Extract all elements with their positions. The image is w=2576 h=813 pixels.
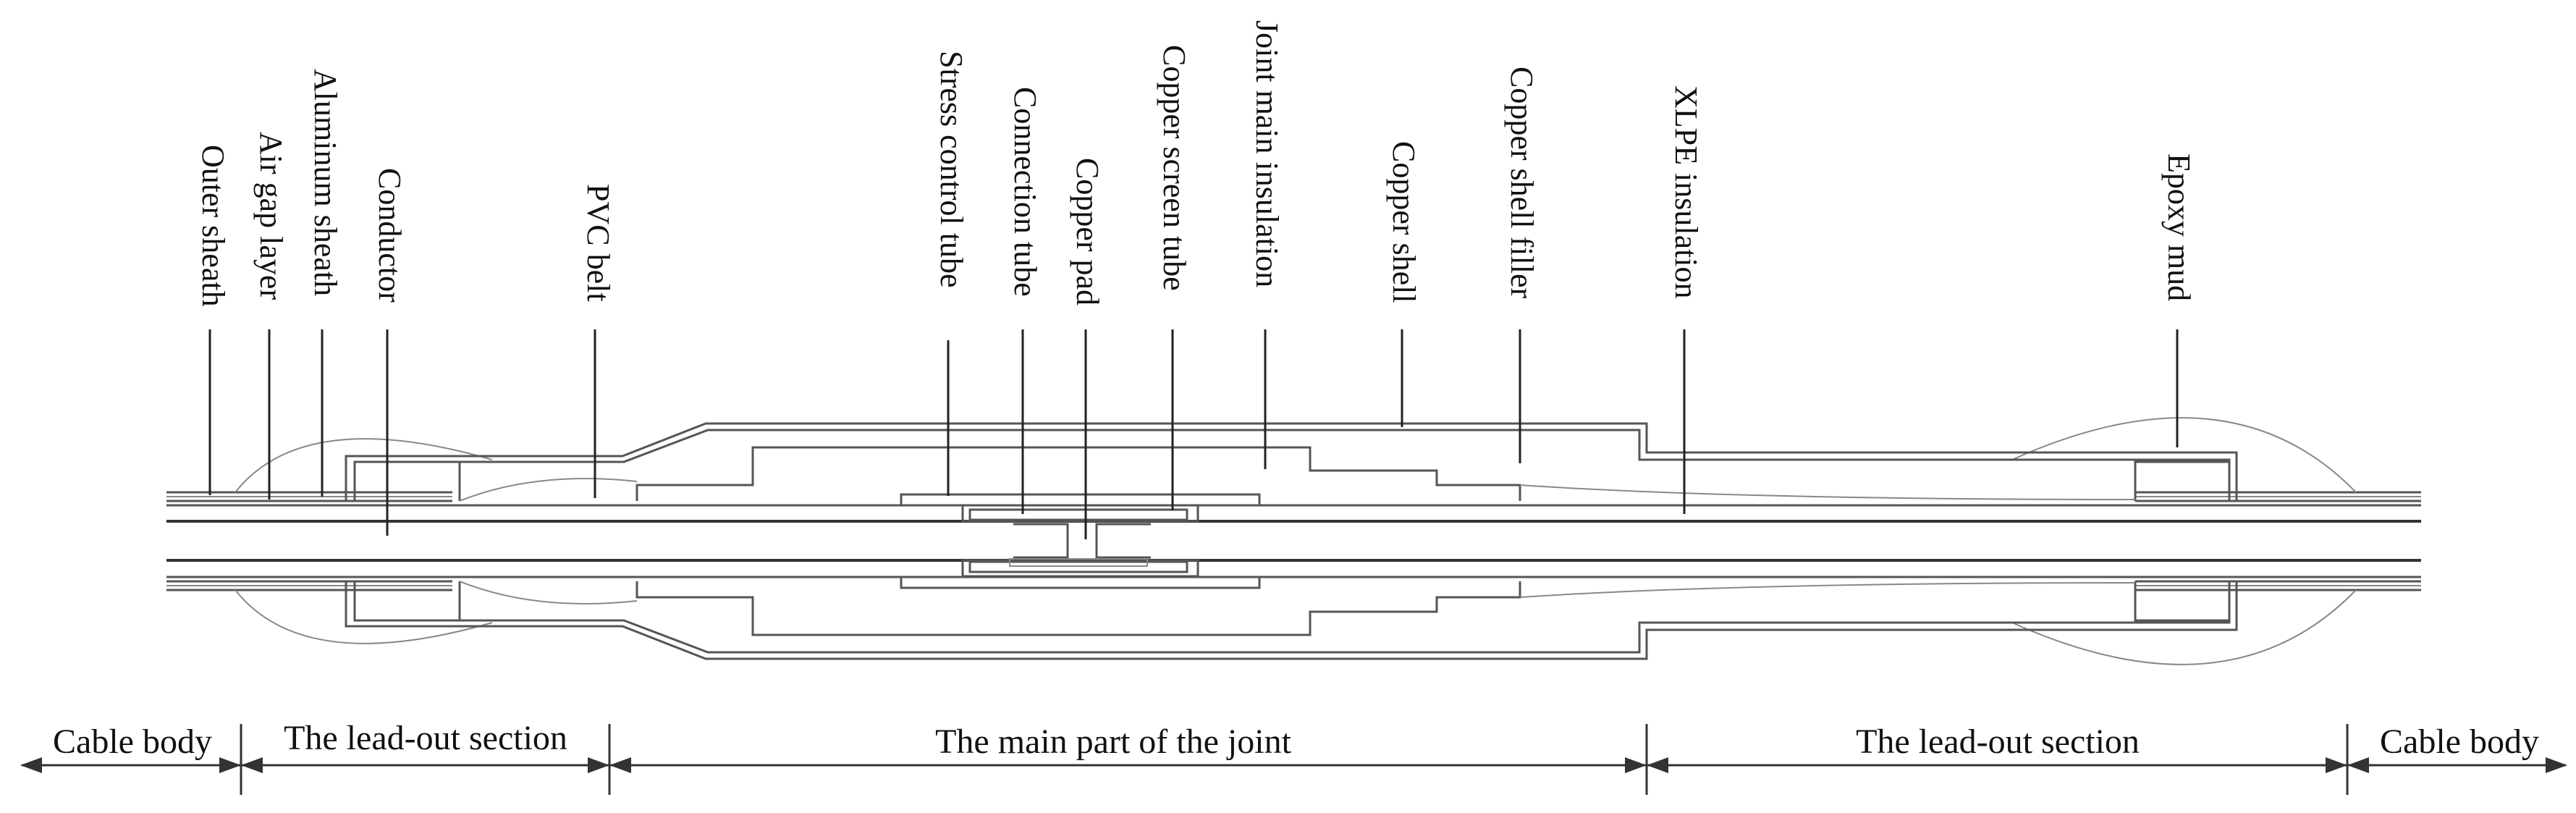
copper-pad-left xyxy=(1013,523,1069,559)
joint-body xyxy=(166,417,2421,665)
stress-control-tube-top xyxy=(900,493,1261,505)
left-end-box-top xyxy=(353,460,461,501)
right-end-box-top xyxy=(2134,460,2231,501)
arrow-lead-right-end xyxy=(2326,757,2347,773)
epoxy-mud-right-top xyxy=(2011,417,2357,493)
copper-pad-body xyxy=(1009,558,1148,567)
right-cable-layers-top xyxy=(2135,491,2421,502)
arrow-far-left xyxy=(20,757,42,773)
joint-main-insulation-top xyxy=(635,446,1521,501)
label-joint-main-insulation: Joint main insulation xyxy=(1249,20,1285,287)
copper-shell-bottom-outer xyxy=(345,581,2238,660)
arrow-lead-right-start xyxy=(1647,757,1668,773)
arrow-right-body-start xyxy=(2347,757,2369,773)
section-lead-out-right: The lead-out section xyxy=(1856,723,2140,761)
component-labels: Outer sheath Air gap layer Aluminum shea… xyxy=(195,20,2197,307)
label-copper-pad: Copper pad xyxy=(1070,158,1105,306)
copper-shell-top-outer xyxy=(345,422,2238,501)
arrow-lead-left-start xyxy=(241,757,263,773)
connection-tube-top xyxy=(968,508,1188,521)
label-epoxy-mud: Epoxy mud xyxy=(2161,153,2197,301)
section-lead-out-left: The lead-out section xyxy=(284,719,567,757)
label-stress-control-tube: Stress control tube xyxy=(934,51,969,288)
copper-shell-bottom-inner xyxy=(355,581,2231,654)
copper-screen-tube-top xyxy=(961,504,1199,523)
left-cable-layers-bottom xyxy=(166,580,452,591)
section-cable-body-right: Cable body xyxy=(2380,723,2539,761)
label-xlpe-insulation: XLPE insulation xyxy=(1668,85,1704,299)
right-cable-layers-bottom xyxy=(2135,580,2421,591)
left-cable-layers-top xyxy=(166,491,452,502)
section-main-part: The main part of the joint xyxy=(935,723,1292,761)
section-dimension-bar: Cable body The lead-out section The main… xyxy=(20,719,2567,795)
label-connection-tube: Connection tube xyxy=(1008,87,1043,297)
leader-lines xyxy=(208,329,2179,539)
arrow-far-right xyxy=(2546,757,2567,773)
copper-shell-filler-bottom xyxy=(459,581,2136,605)
arrow-lead-left-end xyxy=(588,757,609,773)
label-pvc-belt: PVC belt xyxy=(580,184,616,302)
epoxy-mud-right-bottom xyxy=(2011,589,2357,665)
right-end-box-bottom xyxy=(2134,581,2231,622)
section-cable-body-left: Cable body xyxy=(53,723,212,761)
epoxy-mud-left-bottom xyxy=(235,589,493,644)
left-end-box-bottom xyxy=(353,581,461,622)
copper-screen-tube-bottom xyxy=(961,559,1199,578)
stress-control-tube-bottom xyxy=(900,577,1261,589)
arrow-main-start xyxy=(609,757,631,773)
epoxy-mud-left-top xyxy=(235,438,493,493)
arrow-left-body-right xyxy=(219,757,241,773)
label-air-gap-layer: Air gap layer xyxy=(253,132,289,300)
label-aluminum-sheath: Aluminum sheath xyxy=(308,69,343,296)
label-conductor: Conductor xyxy=(372,168,407,303)
copper-pad-right xyxy=(1095,523,1151,559)
label-copper-shell-filler: Copper shell filler xyxy=(1504,67,1540,298)
connection-tube-bottom xyxy=(968,560,1188,573)
copper-shell-filler-top xyxy=(459,478,2136,502)
label-copper-shell: Copper shell xyxy=(1386,141,1422,303)
copper-shell-top-inner xyxy=(355,429,2231,501)
arrow-main-end xyxy=(1625,757,1647,773)
label-outer-sheath: Outer sheath xyxy=(195,145,231,307)
joint-main-insulation-bottom xyxy=(635,581,1521,636)
label-copper-screen-tube: Copper screen tube xyxy=(1157,45,1192,291)
